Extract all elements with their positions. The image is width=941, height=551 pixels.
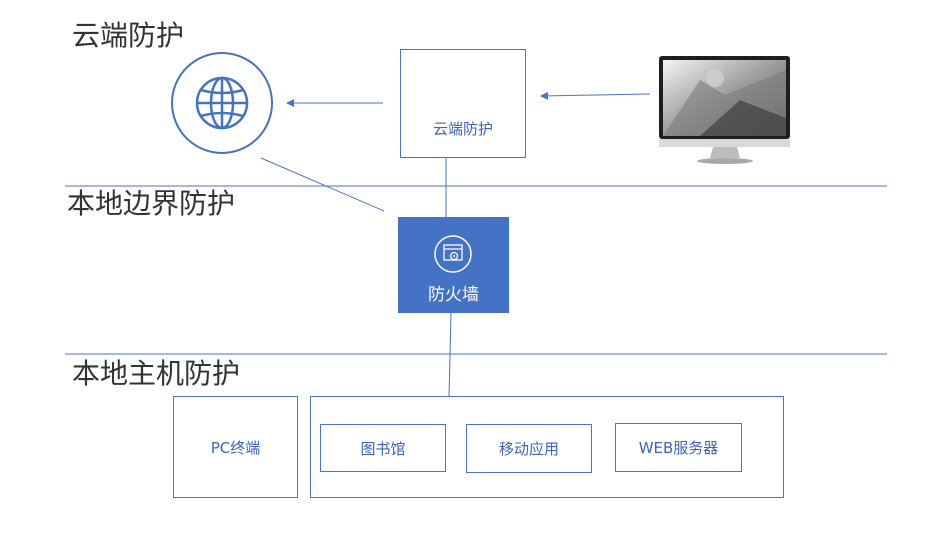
library-node: 图书馆 (320, 424, 446, 472)
connector-internet-firewall (260, 157, 385, 212)
monitor-icon (659, 56, 790, 164)
mobile-app-label: 移动应用 (498, 440, 559, 458)
firewall-label: 防火墙 (428, 285, 479, 305)
pc-terminal-node: PC终端 (173, 396, 298, 498)
arrow-monitor-to-cloud (540, 91, 651, 100)
web-server-label: WEB服务器 (638, 439, 719, 457)
section-title-host: 本地主机防护 (72, 357, 241, 390)
firewall-box-bg (398, 217, 509, 313)
cloud-protection-label: 云端防护 (432, 120, 493, 138)
section-title-cloud: 云端防护 (72, 19, 185, 52)
library-label: 图书馆 (360, 439, 406, 458)
browser-gear-icon (434, 235, 472, 273)
section-title-boundary: 本地边界防护 (67, 187, 236, 220)
web-server-node: WEB服务器 (615, 423, 742, 472)
firewall-node: 防火墙 (398, 280, 509, 305)
pc-terminal-label: PC终端 (210, 438, 261, 457)
mobile-app-node: 移动应用 (466, 424, 592, 473)
globe-icon (171, 52, 273, 154)
cloud-protection-node: 云端防护 (400, 49, 526, 158)
connector-firewall-hosts (448, 312, 452, 398)
